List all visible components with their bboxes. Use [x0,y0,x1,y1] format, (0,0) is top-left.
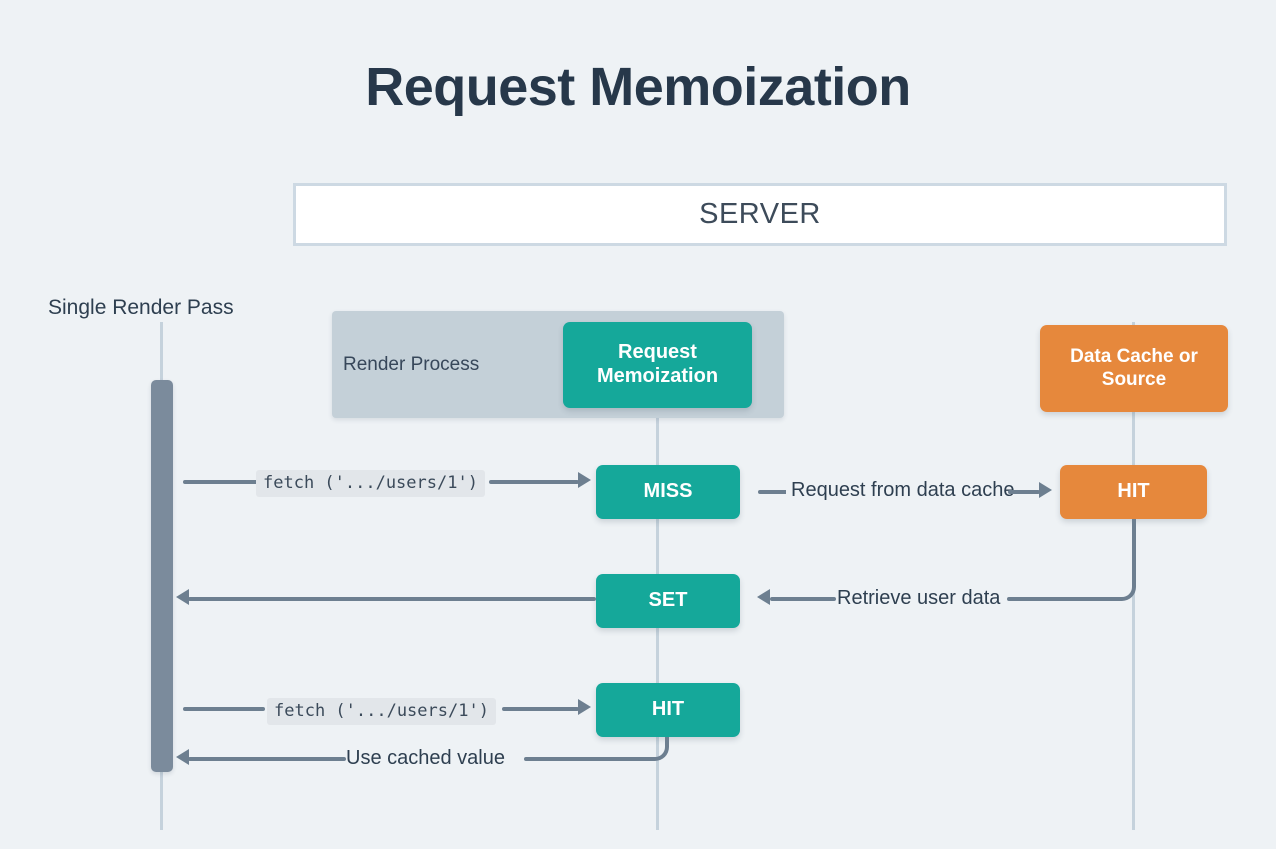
node-set-label: SET [648,589,688,612]
node-hit-local-label: HIT [651,698,685,721]
message-retrieve-user-data: Retrieve user data [832,587,1006,610]
connector-use-cached-elbow [643,737,669,761]
connector-request-data-cache-right [1008,490,1040,494]
node-hit-remote: HIT [1060,465,1207,519]
message-fetch-first: fetch ('.../users/1') [256,470,485,497]
connector-use-cached-value-left [188,757,346,761]
render-pass-activation-bar [151,380,173,772]
message-fetch-second: fetch ('.../users/1') [267,698,496,725]
node-data-cache-or-source-label: Data Cache or Source [1070,346,1198,390]
connector-request-data-cache-left [758,490,793,494]
connector-use-cached-value-right [524,757,646,761]
connector-retrieve-user-data-right [1007,597,1112,601]
connector-fetch-second-left [183,707,265,711]
connector-fetch-first-left [183,480,258,484]
node-data-cache-or-source: Data Cache or Source [1040,325,1228,412]
node-miss: MISS [596,465,740,519]
node-hit-local: HIT [596,683,740,737]
connector-set-to-render-pass [188,597,596,601]
arrowhead-fetch-second [578,699,591,715]
connector-fetch-second-right [502,707,579,711]
arrowhead-fetch-first [578,472,591,488]
arrowhead-use-cached-value [176,749,189,765]
server-label: SERVER [699,198,821,230]
arrowhead-retrieve-user-data [757,589,770,605]
node-set: SET [596,574,740,628]
node-miss-label: MISS [643,480,693,503]
single-render-pass-label: Single Render Pass [48,296,234,319]
connector-retrieve-elbow [1110,519,1136,601]
connector-fetch-first-right [489,480,579,484]
connector-retrieve-user-data-left [770,597,836,601]
page-title: Request Memoization [365,57,911,117]
message-use-cached-value: Use cached value [341,747,510,770]
message-request-from-data-cache: Request from data cache [786,479,1020,502]
node-hit-remote-label: HIT [1117,480,1150,503]
arrowhead-set-to-render-pass [176,589,189,605]
server-container: SERVER [293,183,1227,246]
render-process-label: Render Process [343,354,480,375]
node-request-memoization-label: Request Memoization [596,341,719,387]
node-request-memoization: Request Memoization [563,322,752,408]
arrowhead-request-from-data-cache [1039,482,1052,498]
